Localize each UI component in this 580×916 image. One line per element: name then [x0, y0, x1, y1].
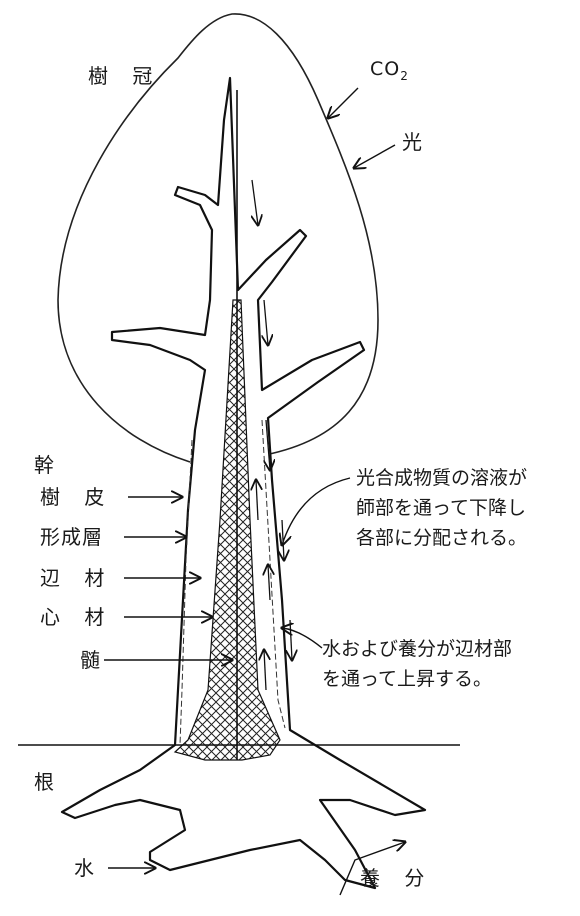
root-label: 根: [34, 772, 55, 792]
water-label: 水: [74, 858, 95, 878]
cambium-label: 形成層: [40, 527, 103, 547]
water-flow-line-2: を通って上昇する。: [322, 664, 512, 694]
nutrients-label: 養 分: [360, 868, 433, 888]
co2-label: CO2: [370, 60, 409, 82]
pith-label: 髄: [80, 650, 101, 670]
light-label: 光: [402, 132, 423, 152]
photosynthate-note: 光合成物質の溶液が 師部を通って下降し 各部に分配される。: [356, 463, 527, 553]
bark-label: 樹 皮: [40, 487, 113, 507]
sapwood-label: 辺 材: [40, 568, 113, 588]
water-flow-note: 水および養分が辺材部 を通って上昇する。: [322, 634, 512, 694]
photosynthate-line-1: 光合成物質の溶液が: [356, 463, 527, 493]
photosynthate-line-3: 各部に分配される。: [356, 523, 527, 553]
heartwood-label: 心 材: [40, 607, 113, 627]
water-flow-line-1: 水および養分が辺材部: [322, 634, 512, 664]
crown-label: 樹 冠: [88, 66, 161, 86]
photosynthate-line-2: 師部を通って下降し: [356, 493, 527, 523]
co2-subscript: 2: [400, 69, 409, 83]
co2-text: CO: [370, 58, 400, 80]
trunk-label: 幹: [34, 455, 55, 475]
